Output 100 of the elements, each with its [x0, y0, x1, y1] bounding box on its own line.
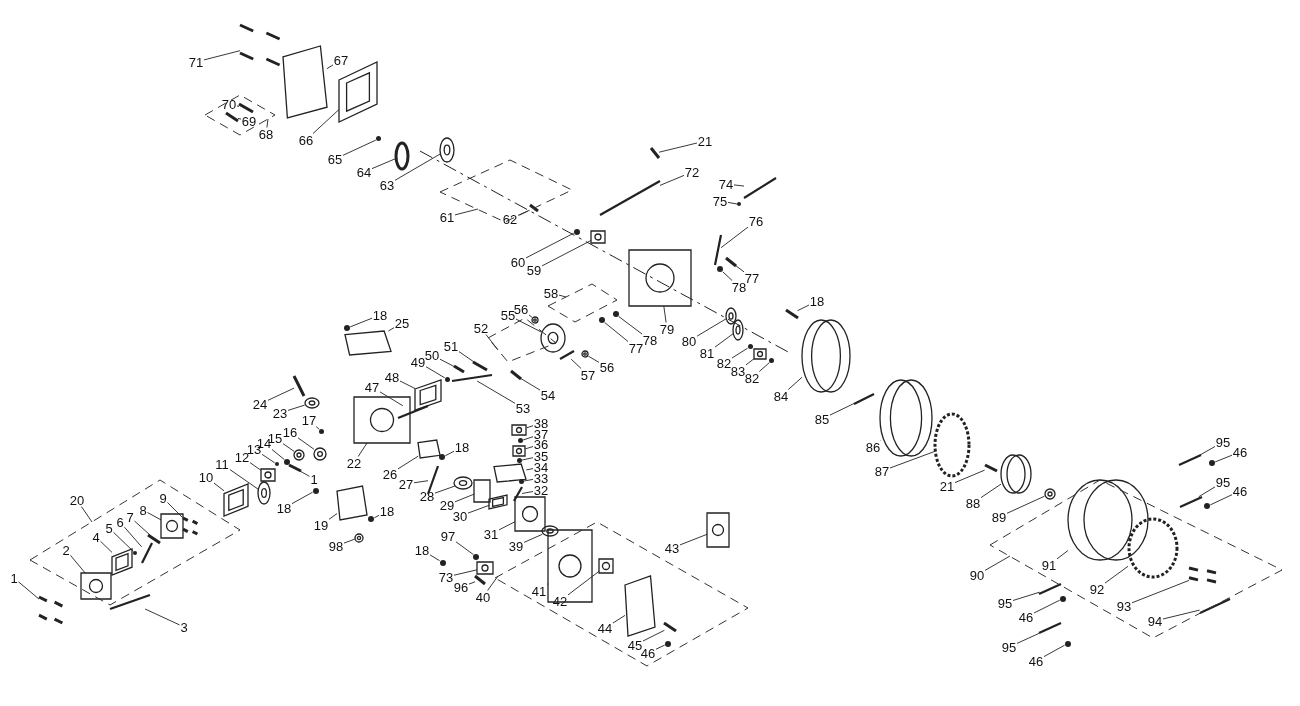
leader-line — [679, 533, 708, 546]
leader-line — [487, 575, 499, 591]
drum-part-drawing — [802, 320, 850, 392]
assembly-group-frame — [990, 480, 1282, 638]
ring-part-drawing — [313, 447, 326, 460]
plate-part-drawing — [337, 486, 367, 520]
dot-part-drawing — [284, 458, 291, 465]
rod-part-drawing — [452, 375, 492, 381]
callout-number: 18 — [453, 440, 471, 454]
callout-number: 20 — [68, 493, 86, 507]
leader-line — [349, 317, 373, 328]
callout-number: 92 — [1088, 582, 1106, 596]
callout-number: 63 — [378, 178, 396, 192]
callout-number: 48 — [383, 370, 401, 384]
callout-number: 1 — [9, 571, 19, 585]
leader-line — [271, 449, 285, 460]
callout-number: 5 — [104, 521, 114, 535]
callout-number: 38 — [532, 416, 550, 430]
leader-line — [521, 491, 534, 494]
callout-number: 95 — [996, 596, 1014, 610]
leader-line — [954, 469, 985, 484]
dot-part-drawing — [612, 311, 619, 318]
leader-line — [342, 139, 377, 156]
leader-line — [720, 226, 749, 249]
leader-line — [523, 478, 534, 482]
leader-line — [70, 554, 86, 574]
callout-number: 53 — [514, 401, 532, 415]
bolt-part-drawing — [288, 465, 301, 471]
gasket-part-drawing — [224, 484, 248, 516]
callout-number: 18 — [808, 294, 826, 308]
bolt-part-drawing — [454, 366, 465, 373]
plate-part-drawing — [345, 331, 391, 355]
leader-line — [399, 380, 416, 389]
leader-line — [498, 521, 516, 531]
leader-line — [429, 554, 441, 562]
leader-line — [229, 469, 259, 490]
callout-number: 87 — [873, 464, 891, 478]
callout-number: 24 — [251, 397, 269, 411]
leader-line — [525, 425, 534, 429]
leader-line — [312, 109, 340, 134]
callout-number: 40 — [474, 590, 492, 604]
callout-number: 9 — [158, 491, 168, 505]
rod-part-drawing — [110, 595, 150, 609]
leader-line — [642, 629, 665, 642]
callout-number: 1 — [309, 472, 319, 486]
callout-number: 71 — [187, 55, 205, 69]
leader-line — [980, 483, 1002, 499]
callout-number: 98 — [327, 539, 345, 553]
block-part-drawing — [512, 425, 527, 436]
leader-line — [144, 608, 180, 626]
callout-number: 85 — [813, 412, 831, 426]
leader-line — [213, 482, 225, 492]
callout-number: 45 — [626, 638, 644, 652]
leader-line — [236, 105, 240, 107]
leader-line — [454, 208, 479, 216]
dot-part-drawing — [517, 458, 523, 463]
callout-number: 88 — [964, 496, 982, 510]
callout-number: 18 — [371, 308, 389, 322]
leader-line — [266, 118, 269, 128]
rod-part-drawing — [428, 466, 438, 494]
leader-line — [387, 327, 395, 332]
callout-number: 74 — [717, 177, 735, 191]
dot-part-drawing — [519, 478, 525, 484]
leader-line — [829, 403, 855, 416]
leader-line — [797, 304, 810, 312]
callout-number: 6 — [115, 515, 125, 529]
callout-number: 32 — [532, 483, 550, 497]
callout-number: 39 — [507, 539, 525, 553]
leader-line — [1131, 579, 1190, 604]
leader-line — [524, 446, 534, 450]
leader-line — [722, 271, 733, 281]
block-part-drawing — [707, 513, 729, 547]
drum-part-drawing — [880, 380, 932, 456]
leader-line — [113, 531, 134, 552]
leader-line — [659, 174, 685, 186]
block-part-drawing — [354, 397, 410, 443]
leader-line — [124, 526, 143, 548]
callout-number: 60 — [509, 255, 527, 269]
callout-number: 10 — [197, 470, 215, 484]
leader-line — [134, 520, 151, 536]
callout-number: 79 — [658, 322, 676, 336]
callout-number: 62 — [501, 212, 519, 226]
block-part-drawing — [260, 469, 275, 481]
leader-line — [299, 470, 310, 477]
leader-line — [297, 437, 315, 450]
leader-line — [434, 485, 455, 494]
leader-line — [1043, 644, 1066, 658]
callout-number: 58 — [542, 286, 560, 300]
callout-number: 86 — [864, 440, 882, 454]
leader-line — [328, 513, 338, 520]
leader-line — [735, 265, 745, 273]
leader-line — [439, 358, 455, 368]
rod-part-drawing — [559, 351, 574, 360]
plate-part-drawing — [474, 479, 491, 502]
leader-line — [1033, 599, 1061, 614]
dot-part-drawing — [344, 325, 351, 332]
leader-line — [525, 468, 534, 471]
block-part-drawing — [629, 250, 691, 306]
callout-number: 47 — [363, 380, 381, 394]
leader-line — [522, 436, 534, 441]
